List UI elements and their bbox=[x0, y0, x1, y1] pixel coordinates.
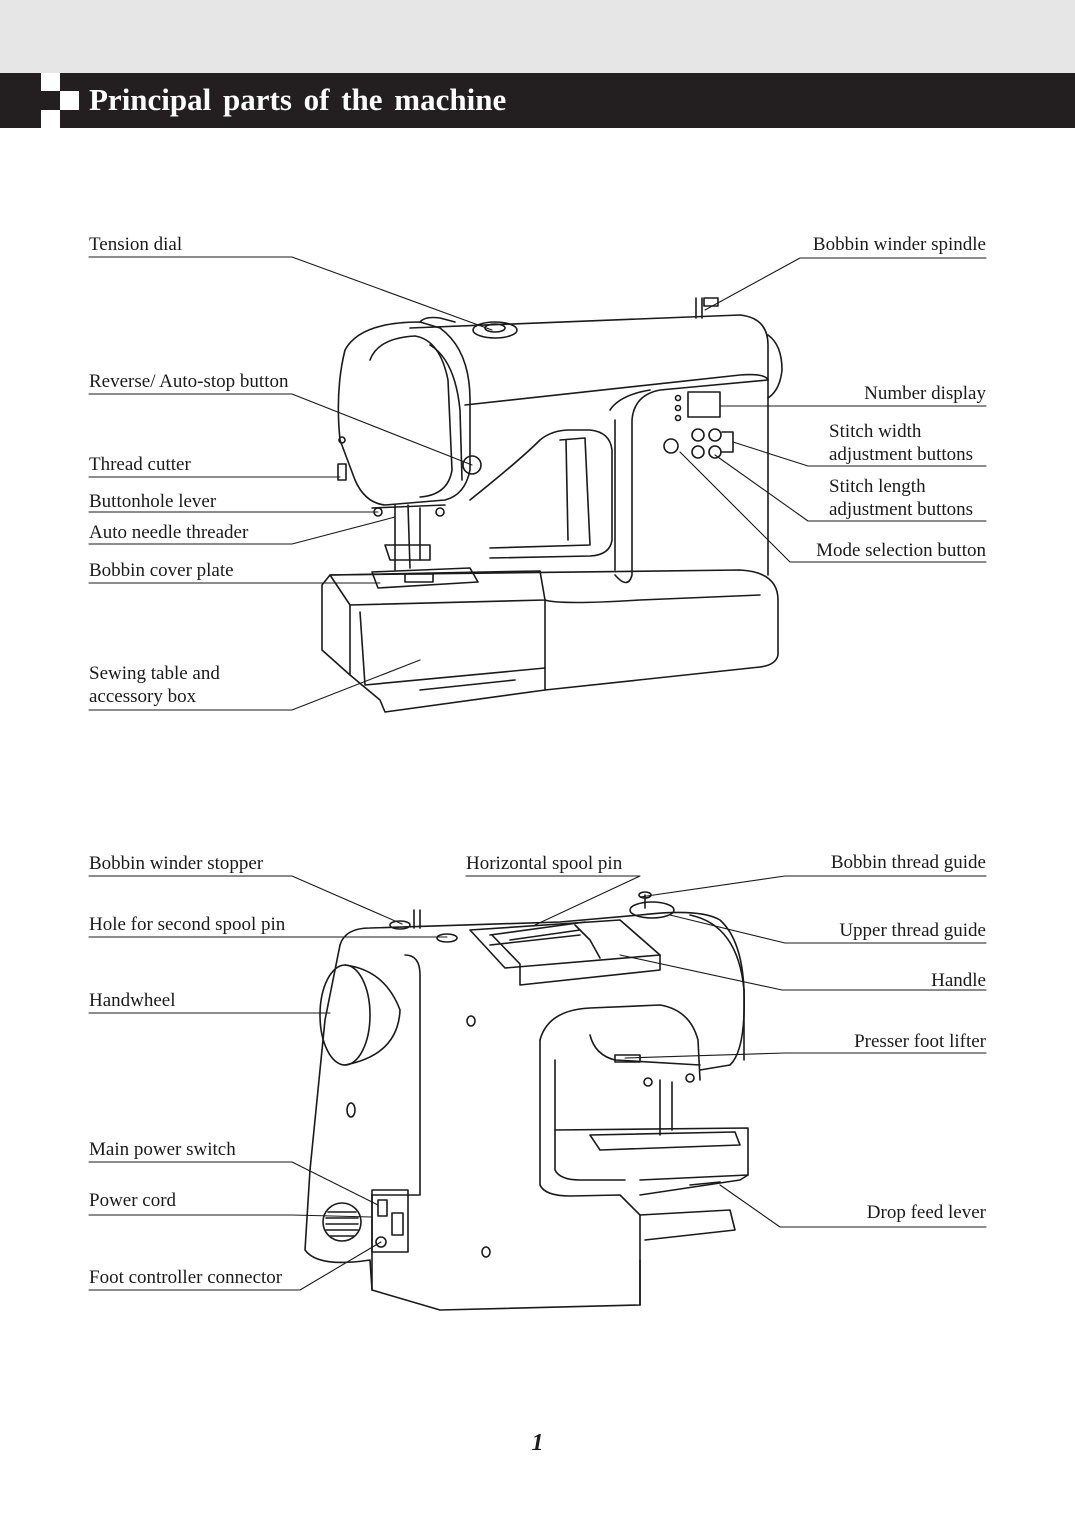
label-stitch-length: Stitch length adjustment buttons bbox=[829, 475, 973, 521]
label-handwheel: Handwheel bbox=[89, 990, 176, 1011]
label-upper-thread-guide: Upper thread guide bbox=[839, 920, 986, 941]
back-leader-lines bbox=[88, 875, 987, 1291]
label-mode-selection: Mode selection button bbox=[816, 540, 986, 561]
page-number: 1 bbox=[531, 1430, 544, 1456]
label-reverse-button: Reverse/ Auto-stop button bbox=[89, 371, 289, 392]
label-second-spool-hole: Hole for second spool pin bbox=[89, 914, 286, 935]
label-sewing-table-line1: Sewing table and bbox=[89, 663, 220, 684]
page-title: Principal parts of the machine bbox=[89, 82, 507, 117]
title-square-2 bbox=[60, 91, 79, 110]
label-drop-feed-lever: Drop feed lever bbox=[866, 1202, 986, 1223]
title-square-3 bbox=[41, 110, 60, 128]
label-number-display: Number display bbox=[864, 383, 986, 404]
label-stitch-length-line1: Stitch length bbox=[829, 476, 926, 497]
label-stitch-length-line2: adjustment buttons bbox=[829, 499, 974, 520]
front-machine-drawing bbox=[321, 297, 783, 713]
back-machine-drawing bbox=[304, 891, 749, 1311]
label-sewing-table: Sewing table and accessory box bbox=[89, 662, 220, 708]
label-bobbin-thread-guide: Bobbin thread guide bbox=[830, 852, 986, 873]
label-horizontal-spool: Horizontal spool pin bbox=[466, 853, 623, 874]
label-stitch-width: Stitch width adjustment buttons bbox=[829, 420, 973, 466]
front-leader-lines bbox=[88, 256, 987, 711]
label-bobbin-winder-spindle: Bobbin winder spindle bbox=[812, 234, 986, 255]
label-handle: Handle bbox=[931, 970, 986, 991]
label-stitch-width-line2: adjustment buttons bbox=[829, 444, 974, 465]
label-sewing-table-line2: accessory box bbox=[89, 686, 197, 707]
label-foot-connector: Foot controller connector bbox=[89, 1267, 283, 1288]
label-winder-stopper: Bobbin winder stopper bbox=[89, 853, 264, 874]
label-buttonhole-lever: Buttonhole lever bbox=[89, 491, 217, 512]
label-bobbin-cover: Bobbin cover plate bbox=[89, 560, 234, 581]
title-square-1 bbox=[41, 73, 60, 91]
label-stitch-width-line1: Stitch width bbox=[829, 421, 922, 442]
label-power-cord: Power cord bbox=[89, 1190, 177, 1211]
label-tension-dial: Tension dial bbox=[89, 234, 183, 255]
label-presser-foot-lifter: Presser foot lifter bbox=[854, 1031, 986, 1052]
label-needle-threader: Auto needle threader bbox=[89, 522, 249, 543]
title-bar bbox=[0, 73, 1075, 128]
label-power-switch: Main power switch bbox=[89, 1139, 236, 1160]
top-band bbox=[0, 0, 1075, 73]
label-thread-cutter: Thread cutter bbox=[89, 454, 191, 475]
